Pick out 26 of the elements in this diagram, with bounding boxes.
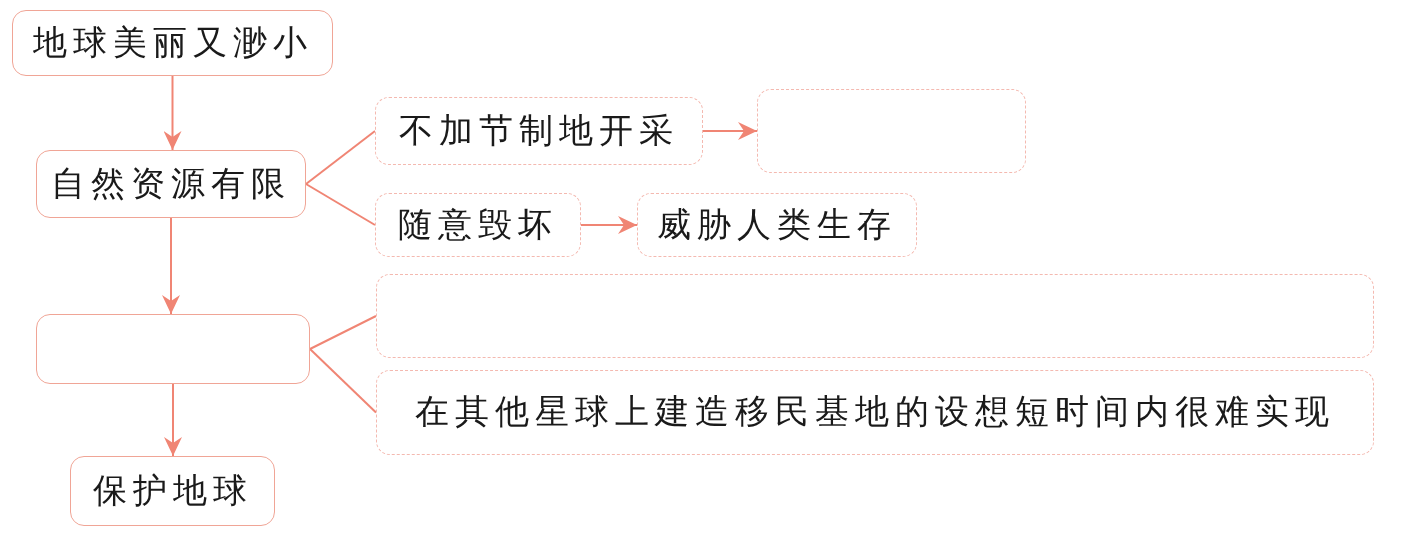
node-text: 随意毁坏 (398, 204, 558, 245)
connector-line (309, 315, 377, 350)
node-text: 地球美丽又渺小 (32, 22, 313, 63)
dashed-box (637, 193, 917, 257)
arrow (163, 75, 182, 151)
connector-line (305, 183, 376, 226)
answer-box (36, 314, 310, 384)
connector-line (305, 130, 376, 185)
dashed-box (375, 193, 581, 257)
arrow (162, 217, 180, 315)
arrow (702, 122, 758, 140)
arrow (164, 383, 182, 457)
dashed-box (376, 370, 1374, 455)
node-text: 保护地球 (92, 470, 253, 511)
arrow (580, 216, 638, 234)
answer-box (376, 274, 1374, 358)
flow-box (12, 10, 333, 76)
flow-box (36, 150, 306, 218)
flow-box (70, 456, 275, 526)
dashed-box (375, 97, 703, 165)
node-text: 威胁人类生存 (657, 204, 897, 245)
connector-line (309, 348, 377, 414)
answer-box (757, 89, 1026, 173)
node-text: 自然资源有限 (51, 163, 291, 204)
node-text: 不加节制地开采 (399, 110, 679, 151)
node-text: 在其他星球上建造移民基地的设想短时间内很难实现 (415, 392, 1335, 433)
